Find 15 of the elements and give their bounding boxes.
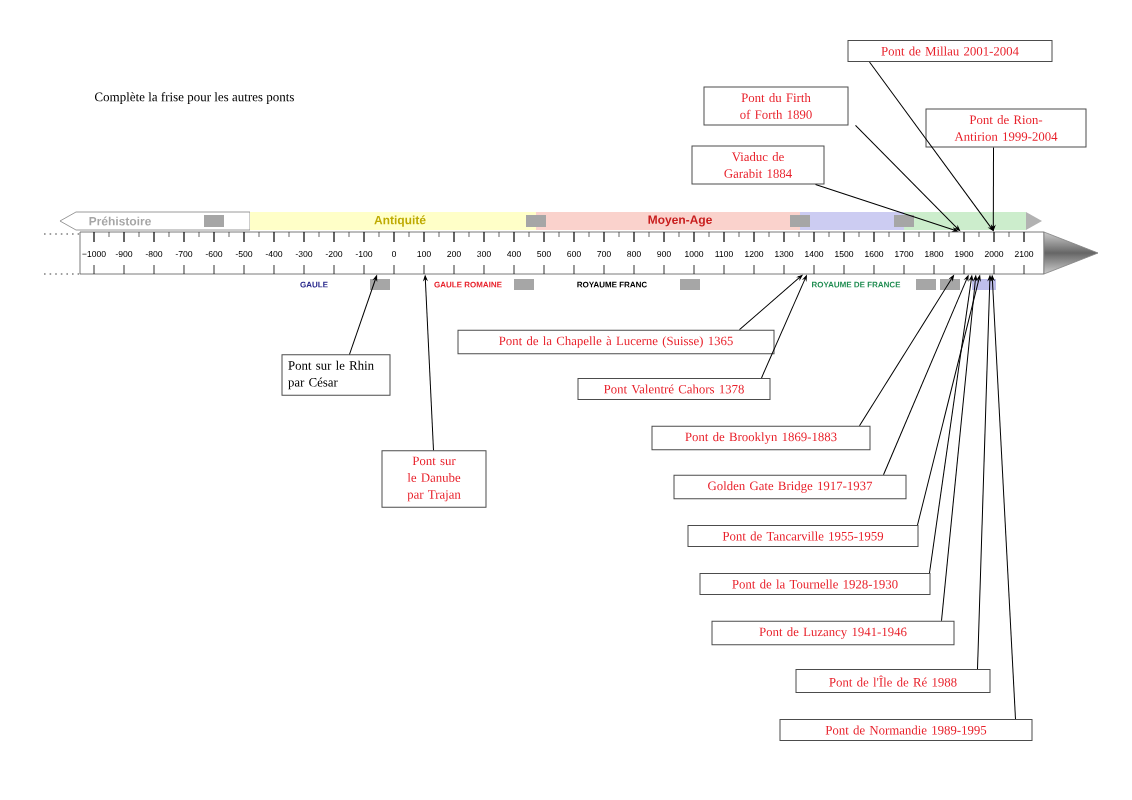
leader-line xyxy=(917,275,981,526)
leader-line xyxy=(869,61,994,231)
leader-line xyxy=(859,275,954,427)
leader-line xyxy=(941,275,978,622)
leader-line xyxy=(815,183,958,232)
leader-line xyxy=(423,275,434,451)
leader-line xyxy=(977,275,992,670)
leader-line xyxy=(883,275,969,476)
leader-line xyxy=(349,275,378,355)
leader-line xyxy=(739,274,803,331)
leader-line xyxy=(855,124,961,232)
leader-line xyxy=(929,275,974,574)
leader-line xyxy=(991,146,996,231)
leader-line xyxy=(990,275,1016,720)
leader-line xyxy=(761,275,807,379)
